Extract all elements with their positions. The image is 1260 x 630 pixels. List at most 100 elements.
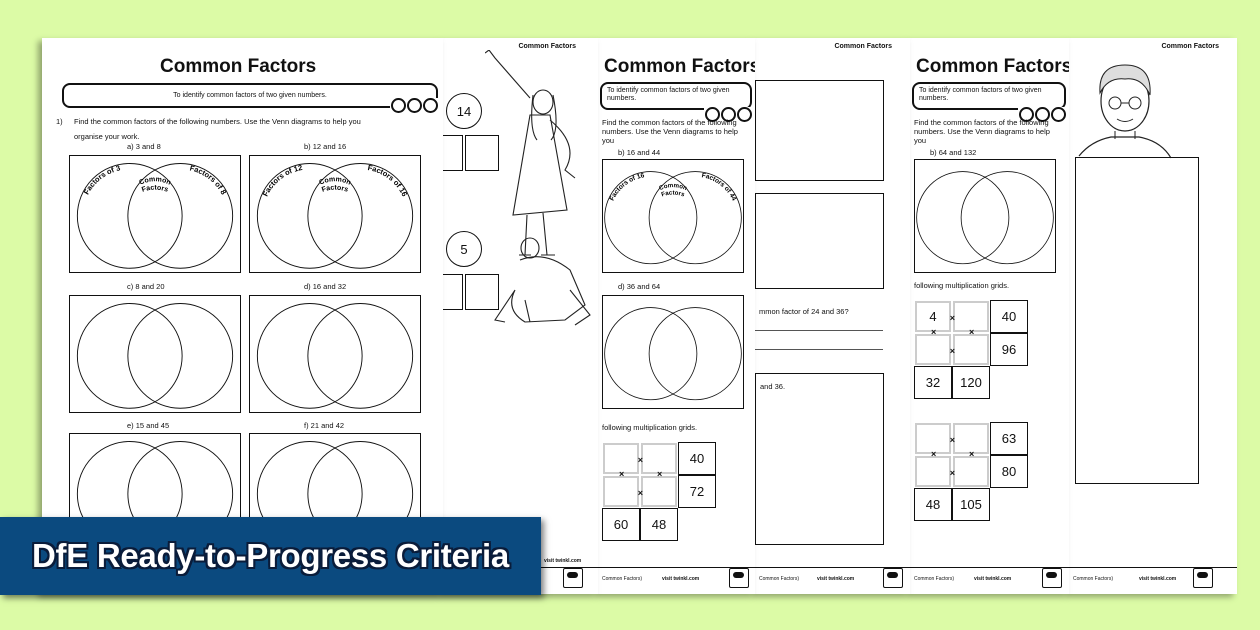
- grid-value: 48: [925, 497, 941, 512]
- answer-box[interactable]: and 36.: [755, 373, 884, 545]
- venn-label: b) 12 and 16: [304, 142, 347, 151]
- answer-box[interactable]: [755, 193, 884, 289]
- venn-right-label: Factors of 8: [189, 163, 228, 196]
- objective-text: To identify common factors of two given …: [919, 87, 1042, 102]
- worksheet-page-5: Common Factors To identify common factor…: [910, 38, 1069, 594]
- venn-label: d) 16 and 32: [304, 282, 347, 291]
- grid-value: 120: [960, 375, 982, 390]
- times-icon: ×: [637, 488, 643, 498]
- venn-middle-label: Factors: [321, 185, 349, 194]
- objective-box: To identify common factors of two given …: [62, 83, 438, 113]
- grid-value: 80: [1001, 464, 1017, 479]
- answer-square[interactable]: [465, 274, 499, 310]
- times-icon: ×: [657, 469, 663, 479]
- answer-box[interactable]: [1075, 157, 1199, 484]
- venn-left-circle: [76, 163, 183, 269]
- venn-left-label: Factors of 12: [261, 163, 303, 198]
- venn-right-circle: [307, 163, 414, 269]
- grid-product-cell: 32: [914, 366, 952, 399]
- grid-input-cell[interactable]: ×: [603, 476, 643, 507]
- times-icon: ×: [949, 313, 955, 323]
- venn-left-circle: [604, 307, 698, 401]
- page-header: Common Factors: [1161, 43, 1219, 50]
- times-icon: ×: [619, 469, 625, 479]
- grid-input-cell[interactable]: [641, 476, 677, 507]
- footer-link[interactable]: visit twinkl.com: [817, 576, 855, 582]
- grid-value: 60: [613, 517, 629, 532]
- footer-link[interactable]: visit twinkl.com: [1139, 576, 1177, 582]
- grid-product-cell: 80: [990, 455, 1028, 488]
- grid-product-cell: 40: [678, 442, 716, 475]
- grid-input-cell[interactable]: ×: [641, 443, 677, 479]
- footer-link[interactable]: visit twinkl.com: [974, 576, 1012, 582]
- footer-divider: [1069, 567, 1237, 568]
- grids-instruction: following multiplication grids.: [914, 281, 1010, 290]
- venn-label: d) 36 and 64: [618, 282, 661, 291]
- answer-square[interactable]: [443, 274, 463, 310]
- venn-label: e) 15 and 45: [127, 421, 170, 430]
- venn-right-label: Factors of 16: [367, 163, 409, 198]
- grid-input-cell[interactable]: ×: [915, 456, 955, 487]
- times-icon: ×: [931, 327, 937, 337]
- venn-left-circle: [256, 163, 363, 269]
- venn-left-label: Factors of 16: [609, 172, 646, 202]
- grid-input-cell[interactable]: [953, 456, 989, 487]
- question-number: 1): [56, 117, 63, 126]
- venn-left-circle: [916, 171, 1010, 265]
- venn-middle-label: Common: [318, 176, 351, 186]
- grid-value: 40: [1001, 309, 1017, 324]
- venn-label: b) 16 and 44: [618, 148, 661, 157]
- progress-beads: [1018, 107, 1066, 122]
- grid-product-cell: 48: [640, 508, 678, 541]
- venn-left-circle: [76, 303, 183, 409]
- grid-value: 105: [960, 497, 982, 512]
- grid-input-cell[interactable]: ×: [953, 423, 989, 459]
- grid-input-cell[interactable]: ×: [953, 301, 989, 337]
- grid-product-cell: 40: [990, 300, 1028, 333]
- question-text: organise your work.: [74, 132, 140, 141]
- grid-input-cell[interactable]: ××: [603, 443, 643, 479]
- progress-beads: [704, 107, 752, 122]
- objective-box: To identify common factors of two given …: [912, 82, 1066, 122]
- times-icon: ×: [949, 468, 955, 478]
- footer-text: Common Factors): [602, 576, 643, 582]
- grid-input-cell[interactable]: ××: [915, 423, 955, 459]
- venn-left-circle: [604, 171, 698, 265]
- grid-product-cell: 120: [952, 366, 990, 399]
- footer-link[interactable]: visit twinkl.com: [544, 558, 582, 564]
- grid-input-cell[interactable]: ×: [915, 334, 955, 365]
- footer-link[interactable]: visit twinkl.com: [662, 576, 700, 582]
- boy-illustration: [1078, 64, 1172, 159]
- grid-input-cell[interactable]: [953, 334, 989, 365]
- grid-blank: [990, 366, 1028, 399]
- page-title: Common Factors: [160, 56, 317, 77]
- grid-product-cell: 72: [678, 475, 716, 508]
- worksheet-page-1: Common Factors To identify common factor…: [42, 38, 443, 594]
- venn-label: f) 21 and 42: [304, 421, 345, 430]
- criteria-banner: DfE Ready-to-Progress Criteria: [0, 517, 541, 595]
- answer-line[interactable]: [755, 330, 883, 331]
- question-text: mmon factor of 24 and 36?: [759, 307, 849, 316]
- question-text: Find the common factors of the following…: [914, 118, 1050, 145]
- venn-right-circle: [127, 163, 234, 269]
- worksheet-page-2: Common Factors 14 5 visit twinkl.com: [443, 38, 598, 594]
- answer-box[interactable]: [755, 80, 884, 181]
- venn-middle-label: Common: [138, 176, 171, 186]
- times-icon: ×: [637, 455, 643, 465]
- venn-middle-label: Factors: [661, 189, 687, 198]
- grid-product-cell: 48: [914, 488, 952, 521]
- answer-square[interactable]: [443, 135, 463, 171]
- footer-text: Common Factors): [914, 576, 955, 582]
- grid-input-cell[interactable]: 4××: [915, 301, 955, 337]
- answer-line[interactable]: [755, 349, 883, 350]
- venn-label: b) 64 and 132: [930, 148, 977, 157]
- grid-value: 72: [689, 484, 705, 499]
- answer-square[interactable]: [465, 135, 499, 171]
- venn-left-circle: [256, 303, 363, 409]
- grid-product-cell: 96: [990, 333, 1028, 366]
- grid-value: 63: [1001, 431, 1017, 446]
- grids-instruction: following multiplication grids.: [602, 423, 698, 432]
